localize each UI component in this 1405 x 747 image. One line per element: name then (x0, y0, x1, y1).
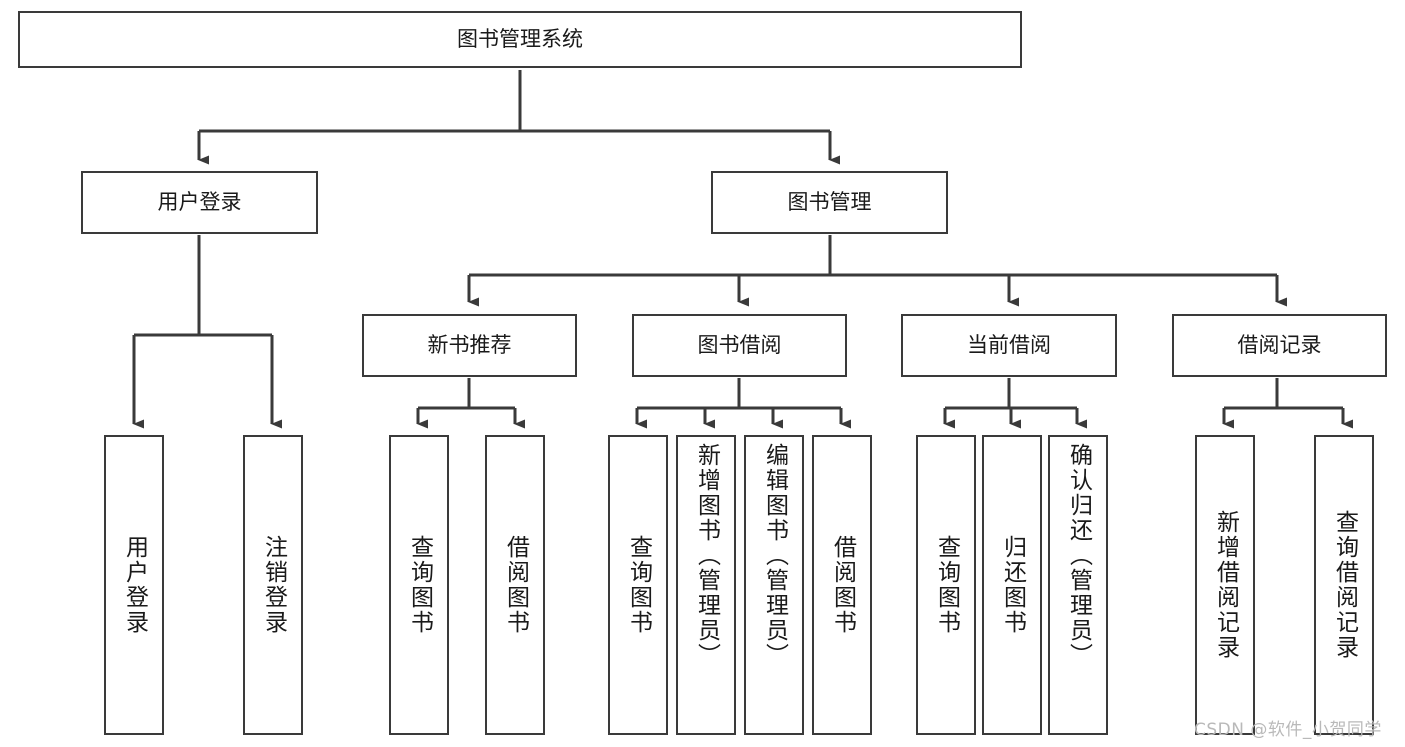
leaf-borrow-book[interactable]: 借阅图书 (812, 435, 872, 735)
node-current-borrow-label: 当前借阅 (967, 333, 1051, 358)
node-root-system-label: 图书管理系统 (457, 27, 583, 52)
leaf-add-book-admin-label: 新增图书（管理员） (693, 443, 720, 668)
leaf-edit-book-admin[interactable]: 编辑图书（管理员） (744, 435, 804, 735)
leaf-user-login-label: 用户登录 (121, 535, 148, 635)
node-root-system[interactable]: 图书管理系统 (18, 11, 1022, 68)
node-borrow-record-label: 借阅记录 (1237, 333, 1322, 358)
node-book-management[interactable]: 图书管理 (711, 171, 948, 234)
node-borrow-record[interactable]: 借阅记录 (1172, 314, 1387, 377)
leaf-query-book-current[interactable]: 查询图书 (916, 435, 976, 735)
leaf-query-book-rec[interactable]: 查询图书 (389, 435, 449, 735)
leaf-borrow-book-label: 借阅图书 (829, 535, 856, 635)
leaf-borrow-book-rec[interactable]: 借阅图书 (485, 435, 545, 735)
leaf-logout-label: 注销登录 (260, 535, 287, 635)
leaf-query-borrow-record[interactable]: 查询借阅记录 (1314, 435, 1374, 735)
leaf-query-book-rec-label: 查询图书 (406, 535, 433, 635)
leaf-return-book[interactable]: 归还图书 (982, 435, 1042, 735)
node-current-borrow[interactable]: 当前借阅 (901, 314, 1117, 377)
leaf-query-book-current-label: 查询图书 (933, 535, 960, 635)
leaf-add-book-admin[interactable]: 新增图书（管理员） (676, 435, 736, 735)
leaf-query-book-borrow[interactable]: 查询图书 (608, 435, 668, 735)
leaf-add-borrow-record[interactable]: 新增借阅记录 (1195, 435, 1255, 735)
leaf-logout[interactable]: 注销登录 (243, 435, 303, 735)
node-user-login[interactable]: 用户登录 (81, 171, 318, 234)
leaf-edit-book-admin-label: 编辑图书（管理员） (761, 443, 788, 668)
node-book-borrow[interactable]: 图书借阅 (632, 314, 847, 377)
leaf-confirm-return-admin-label: 确认归还（管理员） (1065, 443, 1092, 668)
node-book-borrow-label: 图书借阅 (697, 333, 782, 358)
node-new-book-recommend-label: 新书推荐 (427, 333, 512, 358)
leaf-confirm-return-admin[interactable]: 确认归还（管理员） (1048, 435, 1108, 735)
leaf-borrow-book-rec-label: 借阅图书 (502, 535, 529, 635)
leaf-query-borrow-record-label: 查询借阅记录 (1331, 510, 1358, 660)
leaf-user-login[interactable]: 用户登录 (104, 435, 164, 735)
watermark: CSDN @软件_小贺同学 (1194, 720, 1382, 740)
leaf-add-borrow-record-label: 新增借阅记录 (1212, 510, 1239, 660)
node-new-book-recommend[interactable]: 新书推荐 (362, 314, 577, 377)
leaf-query-book-borrow-label: 查询图书 (625, 535, 652, 635)
node-book-management-label: 图书管理 (787, 190, 872, 215)
node-user-login-label: 用户登录 (157, 190, 242, 215)
leaf-return-book-label: 归还图书 (999, 535, 1026, 635)
